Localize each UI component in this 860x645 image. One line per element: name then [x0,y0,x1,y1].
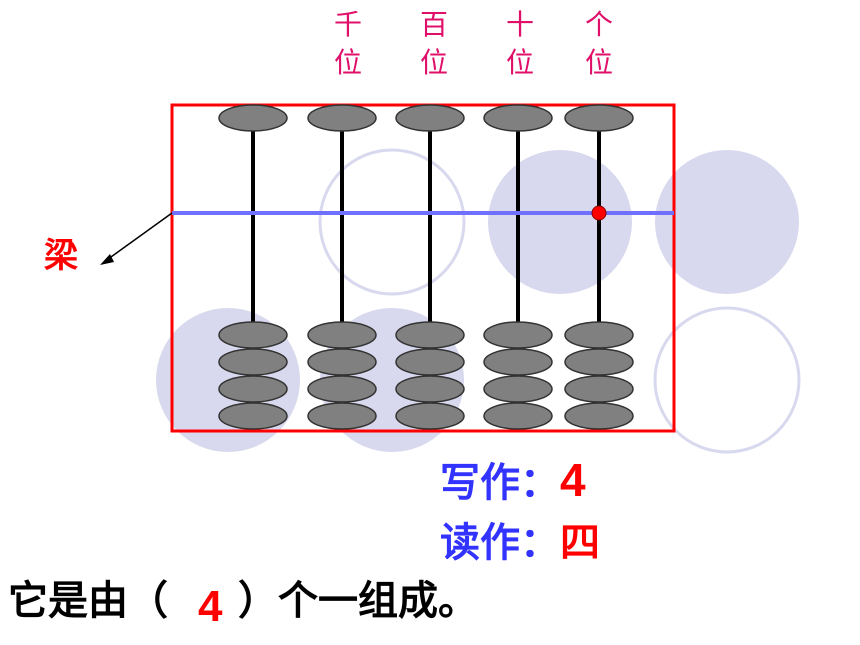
column-label-ones: 个 位 [579,6,619,82]
counting-dot [591,205,607,221]
column-label-top: 十 [505,8,534,41]
read-row: 读作：四 [440,510,600,568]
sentence-after: ）个一组成。 [238,578,478,624]
lower-beads [218,321,634,430]
sentence-before: 它是由（ [8,578,168,624]
column-label-bottom: 位 [505,46,534,79]
composition-sentence: 它是由（ ）个一组成。 [8,568,478,626]
abacus-rods [251,118,601,330]
column-label-bottom: 位 [584,46,613,79]
column-label-top: 千 [333,8,362,41]
column-label-hundreds: 百 位 [414,6,454,82]
read-label: 读作： [440,520,560,566]
column-label-thousands: 千 位 [328,6,368,82]
column-label-bottom: 位 [333,46,362,79]
write-row: 写作：4 [440,450,586,508]
column-label-top: 个 [584,8,613,41]
beam-pointer-arrow [100,212,173,265]
column-label-top: 百 [419,8,448,41]
sentence-answer: 4 [198,582,223,631]
write-label: 写作： [440,460,560,506]
read-value: 四 [560,520,600,566]
column-label-tens: 十 位 [500,6,540,82]
write-value: 4 [560,454,586,506]
beam-label: 梁 [44,236,78,276]
upper-beads [218,104,634,132]
column-label-bottom: 位 [419,46,448,79]
